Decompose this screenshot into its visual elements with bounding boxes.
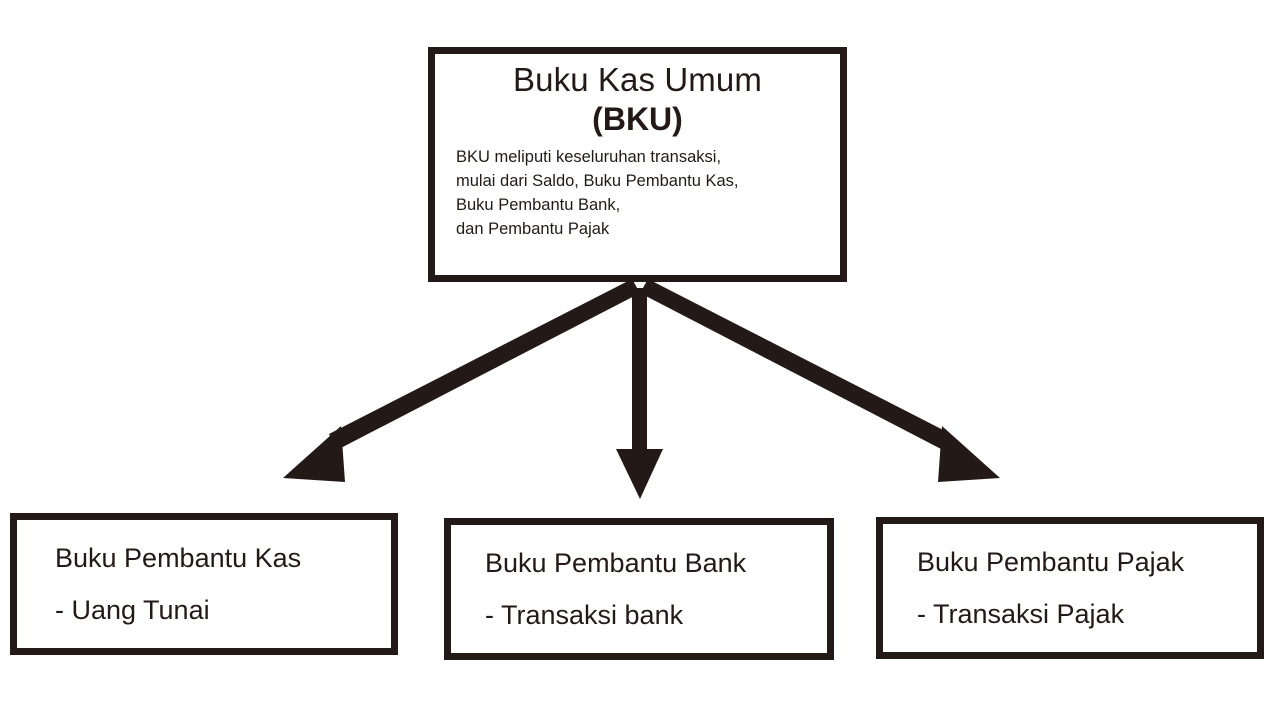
node-buku-kas-umum: Buku Kas Umum (BKU) BKU meliputi keselur…	[428, 47, 847, 282]
leaf-kas-detail: - Uang Tunai	[55, 595, 210, 625]
root-node-title: Buku Kas Umum	[513, 61, 762, 98]
arrow-root-to-bank	[616, 288, 663, 499]
root-node-description: BKU meliputi keseluruhan transaksi, mula…	[456, 148, 739, 238]
leaf-kas-title: Buku Pembantu Kas	[55, 543, 302, 573]
node-buku-pembantu-pajak: Buku Pembantu Pajak - Transaksi Pajak	[876, 517, 1264, 659]
leaf-bank-title: Buku Pembantu Bank	[485, 548, 747, 578]
leaf-pajak-detail: - Transaksi Pajak	[917, 599, 1125, 629]
node-buku-pembantu-kas: Buku Pembantu Kas - Uang Tunai	[10, 513, 398, 655]
root-node-abbreviation: (BKU)	[592, 101, 683, 137]
arrow-root-to-kas	[283, 279, 640, 482]
leaf-pajak-title: Buku Pembantu Pajak	[917, 547, 1185, 577]
arrow-root-to-pajak	[640, 279, 1000, 482]
leaf-bank-detail: - Transaksi bank	[485, 600, 684, 630]
node-buku-pembantu-bank: Buku Pembantu Bank - Transaksi bank	[444, 518, 834, 660]
